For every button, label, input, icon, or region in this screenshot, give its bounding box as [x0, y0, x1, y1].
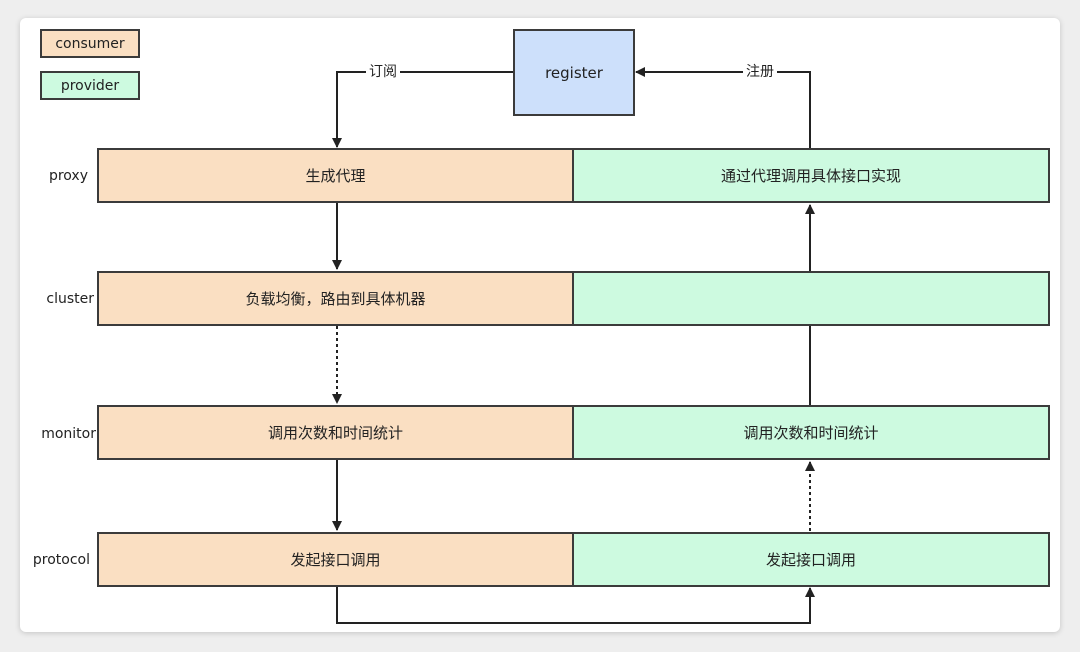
protocol-consumer-text: 发起接口调用	[290, 551, 381, 569]
layer-label-protocol: protocol	[32, 552, 90, 568]
legend-consumer: consumer	[40, 29, 140, 58]
proxy-provider-text: 通过代理调用具体接口实现	[720, 167, 901, 185]
monitor-provider-text: 调用次数和时间统计	[743, 424, 879, 442]
legend-provider: provider	[40, 71, 140, 100]
proxy-provider-box: 通过代理调用具体接口实现	[572, 148, 1050, 203]
layer-label-monitor: monitor	[41, 426, 96, 442]
protocol-consumer-box: 发起接口调用	[97, 532, 574, 587]
register-node: register	[513, 29, 635, 116]
proxy-consumer-box: 生成代理	[97, 148, 574, 203]
layer-label-cluster: cluster	[46, 291, 94, 307]
register-edge-label: 注册	[743, 64, 777, 80]
subscribe-edge-label: 订阅	[366, 64, 400, 80]
protocol-provider-box: 发起接口调用	[572, 532, 1050, 587]
monitor-consumer-box: 调用次数和时间统计	[97, 405, 574, 460]
cluster-consumer-text: 负载均衡，路由到具体机器	[245, 290, 426, 308]
cluster-provider-box	[572, 271, 1050, 326]
protocol-provider-text: 发起接口调用	[765, 551, 856, 569]
cluster-consumer-box: 负载均衡，路由到具体机器	[97, 271, 574, 326]
legend-provider-label: provider	[60, 77, 120, 94]
register-label: register	[545, 63, 603, 82]
legend-consumer-label: consumer	[55, 35, 125, 52]
monitor-consumer-text: 调用次数和时间统计	[267, 424, 403, 442]
monitor-provider-box: 调用次数和时间统计	[572, 405, 1050, 460]
layer-label-proxy: proxy	[48, 168, 88, 184]
proxy-consumer-text: 生成代理	[305, 167, 366, 185]
